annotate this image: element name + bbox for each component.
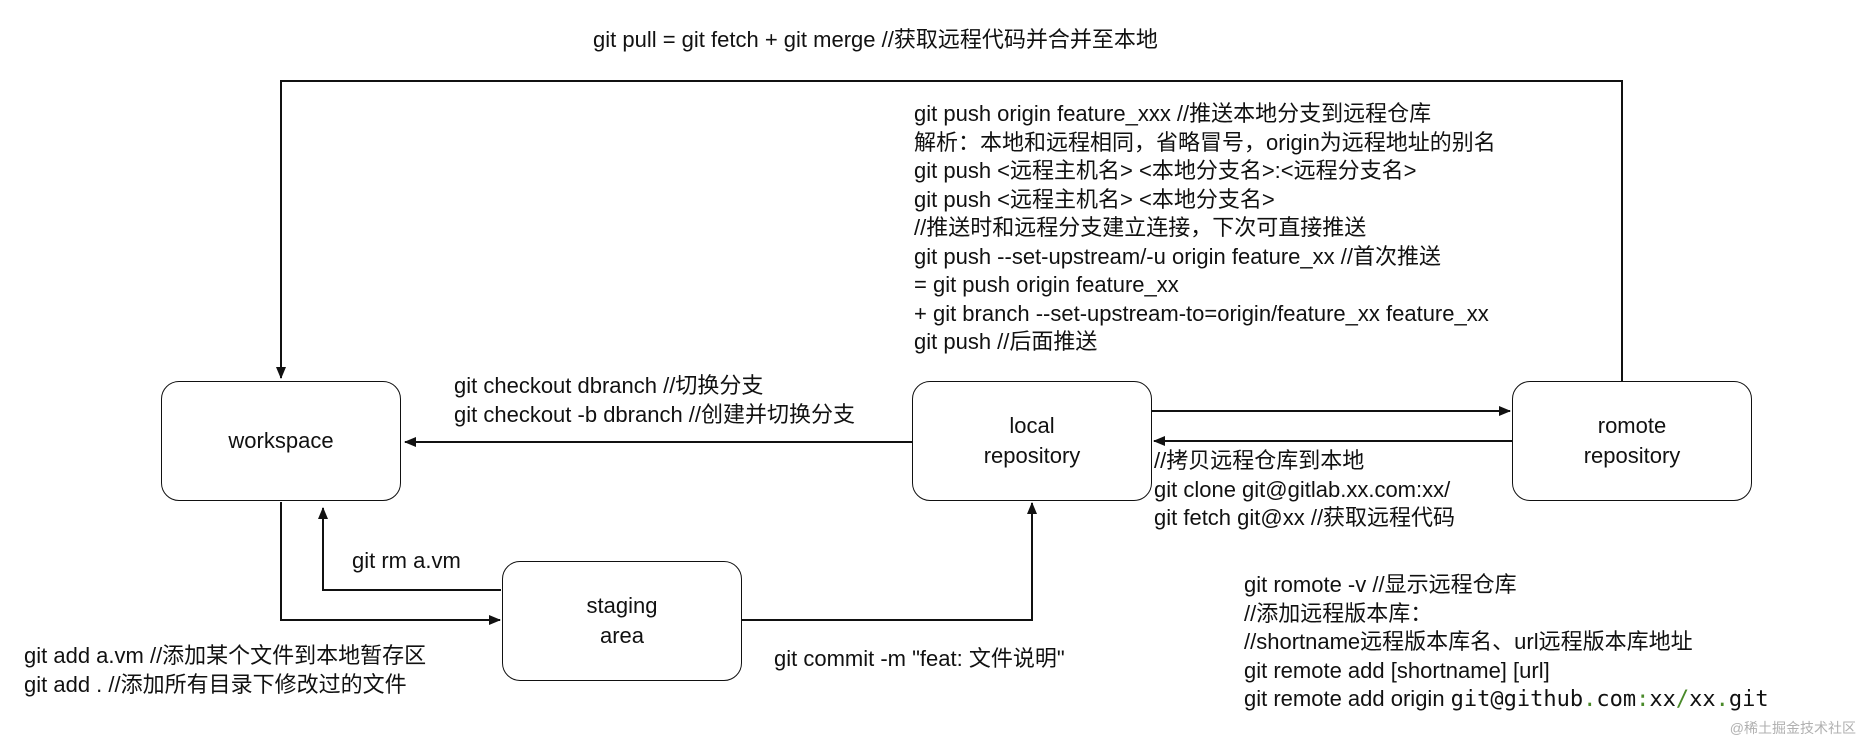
pull-label: git pull = git fetch + git merge //获取远程代… bbox=[593, 27, 1158, 52]
add-line: git add a.vm //添加某个文件到本地暂存区 bbox=[24, 643, 427, 668]
remote-line: //添加远程版本库： bbox=[1244, 600, 1433, 626]
remote-add-origin-line: git remote add origin git@github.com:xx/… bbox=[1244, 685, 1769, 715]
pull-arrow bbox=[276, 80, 1623, 381]
rm-arrow bbox=[318, 507, 501, 591]
add-line: git add . //添加所有目录下修改过的文件 bbox=[24, 671, 407, 697]
rm-label: git rm a.vm bbox=[352, 548, 461, 573]
clone-label-block: //拷贝远程仓库到本地 git clone git@gitlab.xx.com:… bbox=[1154, 447, 1455, 533]
remote-repository-label: romote repository bbox=[1583, 413, 1681, 468]
remote-url-part: git@github bbox=[1450, 687, 1584, 712]
remote-url-part: xx bbox=[1649, 687, 1676, 712]
clone-line: git clone git@gitlab.xx.com:xx/ bbox=[1154, 476, 1451, 502]
watermark: @稀土掘金技术社区 bbox=[1729, 720, 1856, 736]
checkout-line: git checkout dbranch //切换分支 bbox=[454, 373, 764, 398]
remote-label-block: git romote -v //显示远程仓库 //添加远程版本库： //shor… bbox=[1244, 571, 1769, 715]
push-line: 解析：本地和远程相同，省略冒号，origin为远程地址的别名 bbox=[914, 129, 1496, 155]
remote-add-origin-prefix: git remote add origin bbox=[1244, 686, 1451, 711]
push-label-block: git push origin feature_xxx //推送本地分支到远程仓… bbox=[914, 100, 1496, 357]
local-repository-label: local repository bbox=[983, 413, 1081, 468]
remote-url-sep: . bbox=[1715, 687, 1729, 712]
remote-line: //shortname远程版本库名、url远程版本库地址 bbox=[1244, 629, 1693, 654]
remote-url-sep: . bbox=[1583, 687, 1597, 712]
clone-line: git fetch git@xx //获取远程代码 bbox=[1154, 505, 1456, 530]
checkout-line: git checkout -b dbranch //创建并切换分支 bbox=[454, 401, 856, 427]
push-line: git push //后面推送 bbox=[914, 329, 1098, 354]
remote-url-sep: : bbox=[1636, 687, 1650, 712]
push-line: git push --set-upstream/-u origin featur… bbox=[914, 243, 1441, 269]
workspace-node: workspace bbox=[161, 381, 401, 501]
checkout-label-block: git checkout dbranch //切换分支 git checkout… bbox=[454, 372, 855, 429]
push-line: git push <远程主机名> <本地分支名>:<远程分支名> bbox=[914, 158, 1417, 183]
remote-url-sep: / bbox=[1675, 687, 1690, 712]
add-arrow bbox=[280, 502, 501, 625]
clone-line: //拷贝远程仓库到本地 bbox=[1154, 448, 1365, 473]
push-line: //推送时和远程分支建立连接，下次可直接推送 bbox=[914, 215, 1367, 240]
push-line: = git push origin feature_xx bbox=[914, 272, 1179, 297]
remote-url-part: xx bbox=[1689, 687, 1716, 712]
remote-url-part: com bbox=[1596, 687, 1637, 712]
push-line: git push <远程主机名> <本地分支名> bbox=[914, 186, 1275, 212]
local-repository-node: local repository bbox=[912, 381, 1152, 501]
remote-line: git romote -v //显示远程仓库 bbox=[1244, 572, 1517, 597]
staging-area-node: staging area bbox=[502, 561, 742, 681]
workspace-label: workspace bbox=[228, 428, 334, 453]
staging-area-label: staging area bbox=[586, 593, 658, 648]
commit-arrow bbox=[742, 502, 1037, 621]
commit-label: git commit -m "feat: 文件说明" bbox=[774, 646, 1065, 671]
remote-url-part: git bbox=[1728, 687, 1769, 712]
push-line: git push origin feature_xxx //推送本地分支到远程仓… bbox=[914, 101, 1432, 126]
remote-repository-node: romote repository bbox=[1512, 381, 1752, 501]
remote-line: git remote add [shortname] [url] bbox=[1244, 657, 1550, 683]
add-label-block: git add a.vm //添加某个文件到本地暂存区 git add . //… bbox=[24, 642, 426, 699]
push-line: + git branch --set-upstream-to=origin/fe… bbox=[914, 300, 1489, 326]
